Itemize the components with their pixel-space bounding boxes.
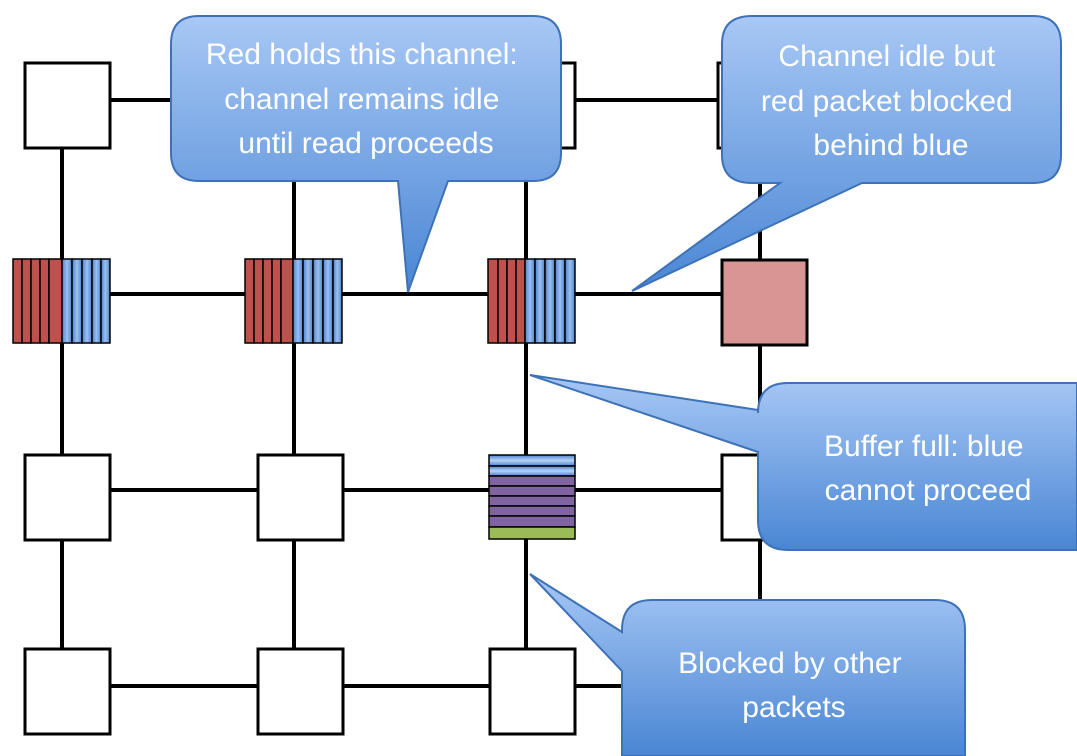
purple-flit [488,475,576,487]
blue-flit [554,258,566,344]
blue-flit [564,258,576,344]
router-1-1 [23,61,112,150]
router-4-3 [488,647,577,736]
green-flit [488,526,576,540]
red-flit [497,258,508,344]
callout-red-holds: Red holds this channel: channel remains … [170,15,562,293]
purple-flit [488,495,576,507]
callout-buffer-full-line-2: cannot proceed [825,474,1032,507]
blue-flit [302,258,314,344]
callout-blocked-line-2: packets [742,691,845,724]
callout-channel-idle-line-3: behind blue [813,129,968,162]
blue-flit [322,258,334,344]
red-flit [280,258,294,344]
blue-flit [488,465,576,477]
callout-blocked-by-other: Blocked by other packets [529,573,966,756]
red-flit [262,258,273,344]
callout-red-holds-line-1: Red holds this channel: [206,38,518,71]
callout-red-holds-line-2: channel remains idle [224,83,499,116]
blue-flit [534,258,546,344]
red-flit [48,258,63,344]
red-flit [39,258,50,344]
red-flit [487,258,499,344]
blue-flit [61,258,73,344]
red-flit [30,258,41,344]
red-flit [244,258,255,344]
purple-flit [488,505,576,517]
purple-flit [488,485,576,497]
blue-flit [91,258,102,344]
purple-flit [488,515,576,528]
blue-flit [332,258,343,344]
callout-channel-idle: Channel idle but red packet blocked behi… [631,15,1062,292]
router-4-1 [23,647,112,736]
blue-flit [544,258,556,344]
router-3-1 [23,453,112,542]
svg-text:Red holds this channel:: Red holds this channel: channel remains … [206,38,526,160]
callout-bubble [631,15,1062,292]
red-flit [515,258,526,344]
svg-text:Channel idle but red pac: Channel idle but red packet blocked behi… [761,40,1021,162]
router-2-1-buffer [12,258,111,344]
blue-flit [100,258,111,344]
callout-bubble [529,573,966,756]
router-2-3-buffer [487,258,576,344]
callout-buffer-full-line-1: Buffer full: blue [824,430,1024,463]
blue-flit [81,258,93,344]
router-blocked-red [720,258,809,347]
blue-flit [488,454,576,467]
red-flit [21,258,32,344]
mesh-links [60,98,762,688]
svg-text:Buffer full: blue cannot: Buffer full: blue cannot proceed [824,430,1032,507]
callout-channel-idle-line-2: red packet blocked [761,85,1013,118]
blue-flit [312,258,324,344]
callout-buffer-full: Buffer full: blue cannot proceed [529,374,1077,551]
red-flit [506,258,517,344]
callout-bubble [529,374,1077,551]
callout-bubble [170,15,562,293]
router-4-2 [256,647,345,736]
blue-flit [292,258,304,344]
blue-flit [71,258,83,344]
red-flit [271,258,282,344]
red-flit [253,258,264,344]
svg-text:Blocked by other packets: Blocked by other packets [678,647,910,724]
callout-red-holds-line-3: until read proceeds [238,127,493,160]
callout-blocked-line-1: Blocked by other [678,647,901,680]
router-2-2-buffer [244,258,343,344]
blue-flit [524,258,536,344]
red-flit [12,258,23,344]
router-3-2 [256,453,345,542]
router-3-3-buffer [488,454,576,540]
callout-channel-idle-line-1: Channel idle but [778,40,995,73]
